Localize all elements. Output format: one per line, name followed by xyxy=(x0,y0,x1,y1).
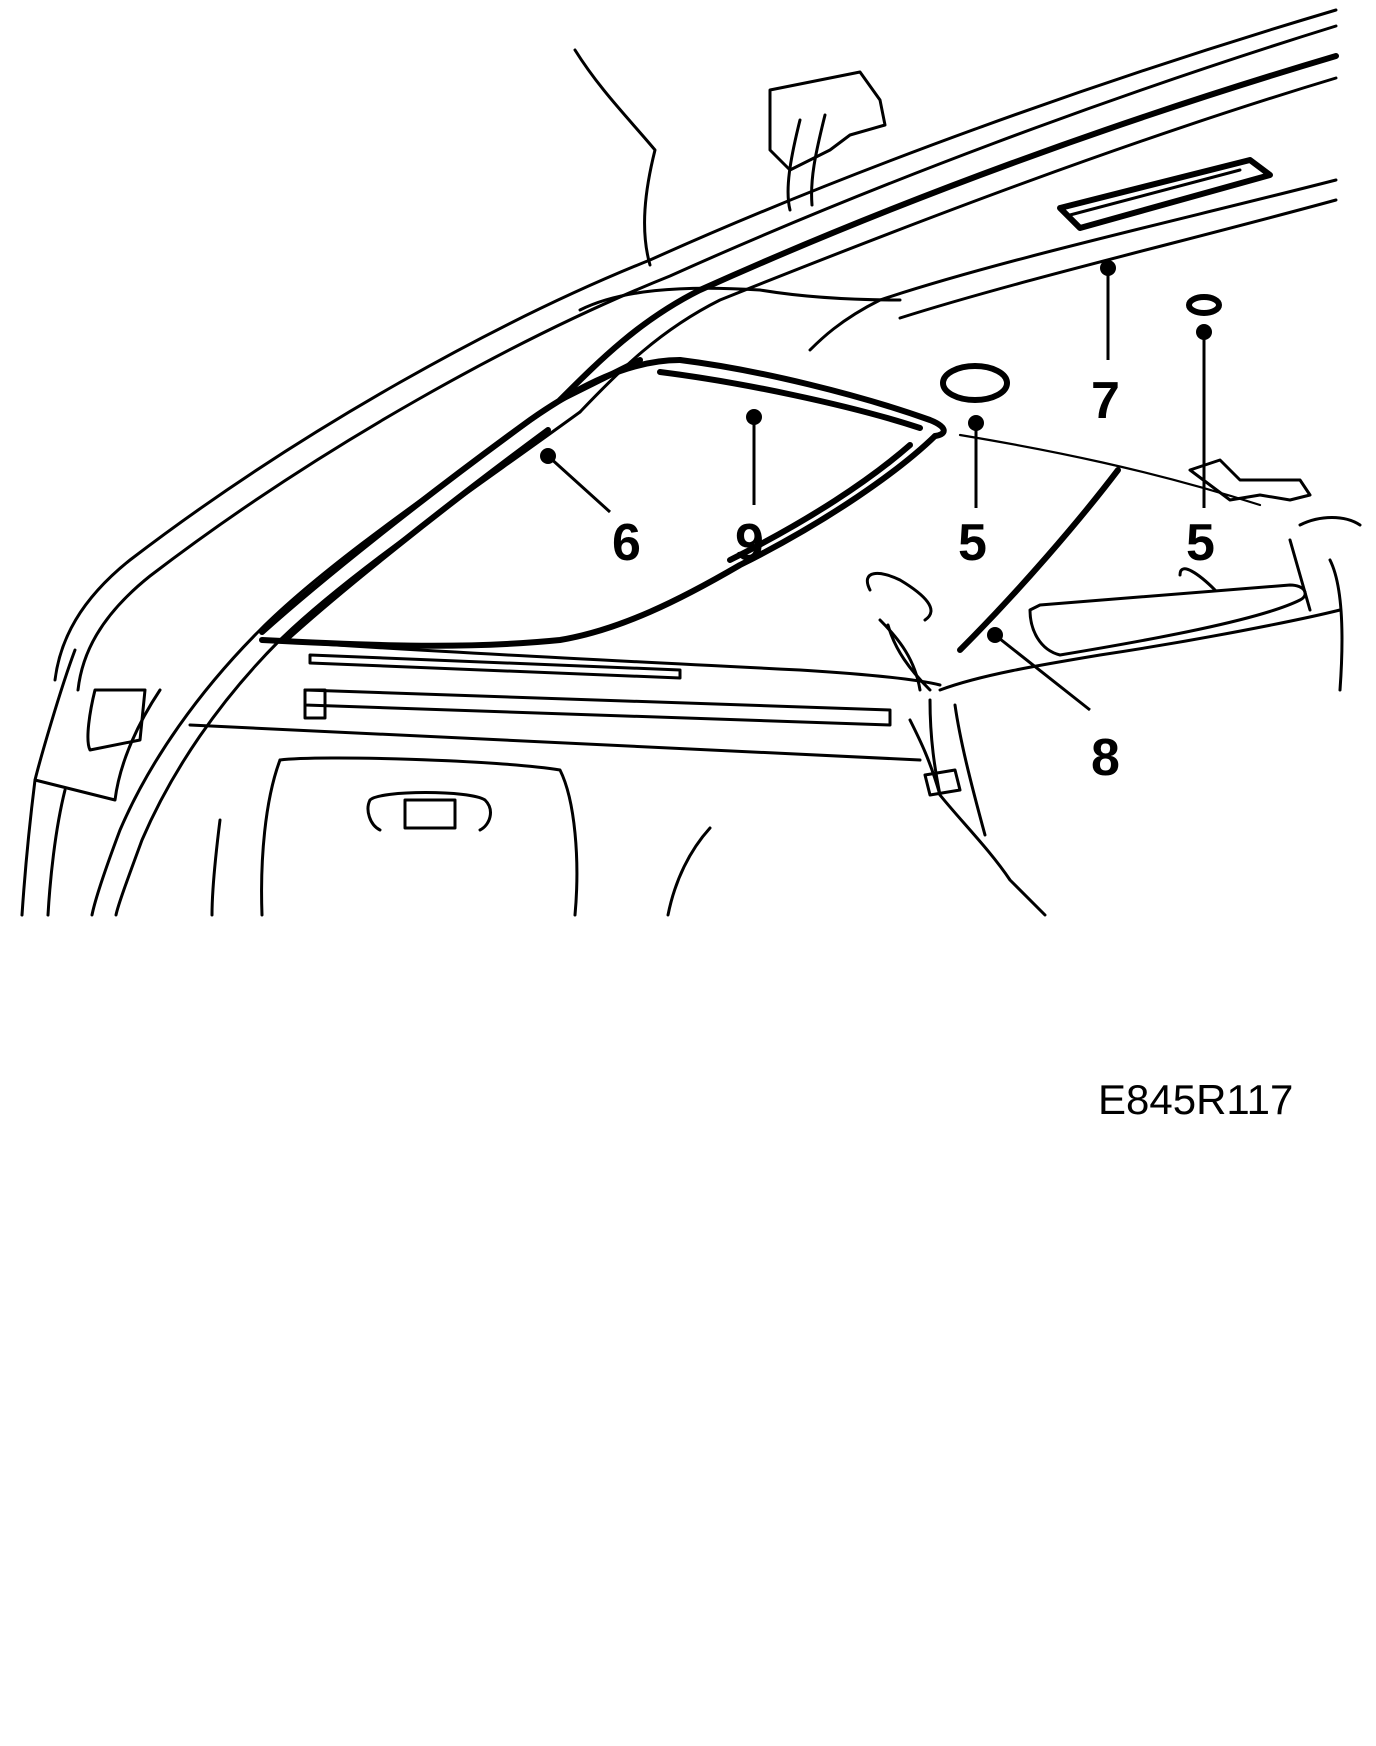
callout-5a: 5 xyxy=(958,514,987,572)
grommet-large xyxy=(940,363,1010,403)
leader-5b xyxy=(1196,324,1212,508)
a-pillar xyxy=(20,357,643,917)
leader-8 xyxy=(987,627,1091,712)
grommet-small xyxy=(1186,294,1222,316)
leader-6 xyxy=(540,448,612,514)
leader-9 xyxy=(746,409,762,505)
mirror-mount xyxy=(573,48,887,267)
rear-side-right xyxy=(865,433,1362,917)
quarter-window-trim xyxy=(259,357,947,649)
rear-quarter-panel xyxy=(188,638,942,917)
headliner xyxy=(578,157,1273,312)
leader-5a xyxy=(968,415,984,508)
callout-9: 9 xyxy=(735,514,764,572)
leader-7 xyxy=(1100,260,1116,360)
drawing-id-label: E845R117 xyxy=(1098,1076,1294,1123)
callout-7: 7 xyxy=(1091,372,1120,430)
roof-frame xyxy=(53,8,1339,692)
callout-6: 6 xyxy=(612,514,641,572)
callout-5b: 5 xyxy=(1186,514,1215,572)
callout-8: 8 xyxy=(1091,729,1120,787)
